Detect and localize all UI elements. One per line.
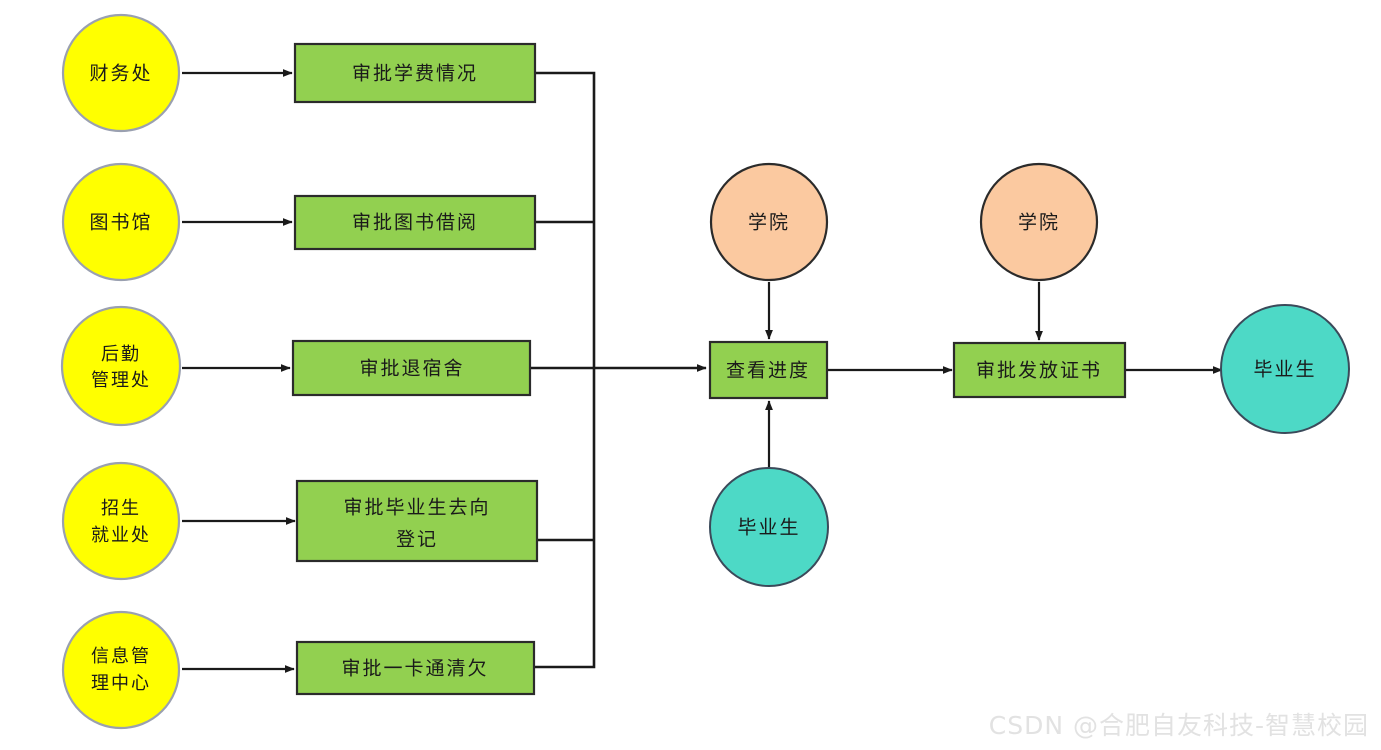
flow-nodes: 学院 学院 查看进度 审批发放证书 毕业生 毕业生 xyxy=(708,162,1350,587)
step-card[interactable]: 审批一卡通清欠 xyxy=(295,640,536,696)
dept-career[interactable]: 招生 就业处 xyxy=(61,461,181,581)
node-college-1[interactable]: 学院 xyxy=(709,162,829,282)
dept-logistics-label-line1: 后勤 xyxy=(101,344,141,365)
dept-finance-label: 财务处 xyxy=(89,63,152,85)
edges-step-to-bus xyxy=(530,71,707,669)
edge-card-to-bus xyxy=(534,368,596,669)
node-graduate-in[interactable]: 毕业生 xyxy=(709,467,829,587)
dept-infocenter-label-line2: 理中心 xyxy=(91,673,151,694)
dept-library-label: 图书馆 xyxy=(89,212,152,234)
approval-step-nodes: 审批学费情况 审批图书借阅 审批退宿舍 审批毕业生去向 登记 审批一卡通清欠 xyxy=(291,42,539,696)
step-tuition-label: 审批学费情况 xyxy=(352,63,478,85)
node-college-1-label: 学院 xyxy=(748,212,790,234)
step-card-label: 审批一卡通清欠 xyxy=(341,658,488,680)
dept-library[interactable]: 图书馆 xyxy=(61,162,181,282)
step-placement-label-line1: 审批毕业生去向 xyxy=(343,497,490,519)
dept-career-label-line2: 就业处 xyxy=(91,525,151,546)
dept-career-label-line1: 招生 xyxy=(101,498,141,519)
edge-tuition-to-bus xyxy=(535,71,596,368)
step-dorm-label: 审批退宿舍 xyxy=(359,358,464,380)
step-dorm[interactable]: 审批退宿舍 xyxy=(291,339,532,397)
step-placement-label-line2: 登记 xyxy=(396,529,438,551)
dept-logistics[interactable]: 后勤 管理处 xyxy=(60,305,182,427)
step-books-label: 审批图书借阅 xyxy=(352,212,478,234)
edges-right-flow xyxy=(765,282,1223,468)
department-nodes: 财务处 图书馆 后勤 管理处 招生 就业处 信息管 理中心 xyxy=(60,13,182,730)
dept-infocenter-label-line1: 信息管 xyxy=(91,646,151,667)
node-college-2[interactable]: 学院 xyxy=(979,162,1099,282)
node-graduate-out[interactable]: 毕业生 xyxy=(1220,304,1350,434)
step-tuition[interactable]: 审批学费情况 xyxy=(293,42,537,104)
node-graduate-in-label: 毕业生 xyxy=(737,517,800,539)
node-issue-cert-label: 审批发放证书 xyxy=(976,360,1102,382)
step-placement[interactable]: 审批毕业生去向 登记 xyxy=(295,479,539,563)
csdn-watermark: CSDN @合肥自友科技-智慧校园 xyxy=(988,711,1369,740)
dept-infocenter[interactable]: 信息管 理中心 xyxy=(61,610,181,730)
edges-department-to-step xyxy=(182,69,296,673)
node-college-2-label: 学院 xyxy=(1018,212,1060,234)
dept-finance[interactable]: 财务处 xyxy=(61,13,181,133)
node-progress-label: 查看进度 xyxy=(726,360,810,382)
step-books[interactable]: 审批图书借阅 xyxy=(293,194,537,251)
node-progress[interactable]: 查看进度 xyxy=(708,340,829,400)
dept-logistics-label-line2: 管理处 xyxy=(91,370,151,391)
node-graduate-out-label: 毕业生 xyxy=(1253,359,1316,381)
node-issue-cert[interactable]: 审批发放证书 xyxy=(952,341,1127,399)
